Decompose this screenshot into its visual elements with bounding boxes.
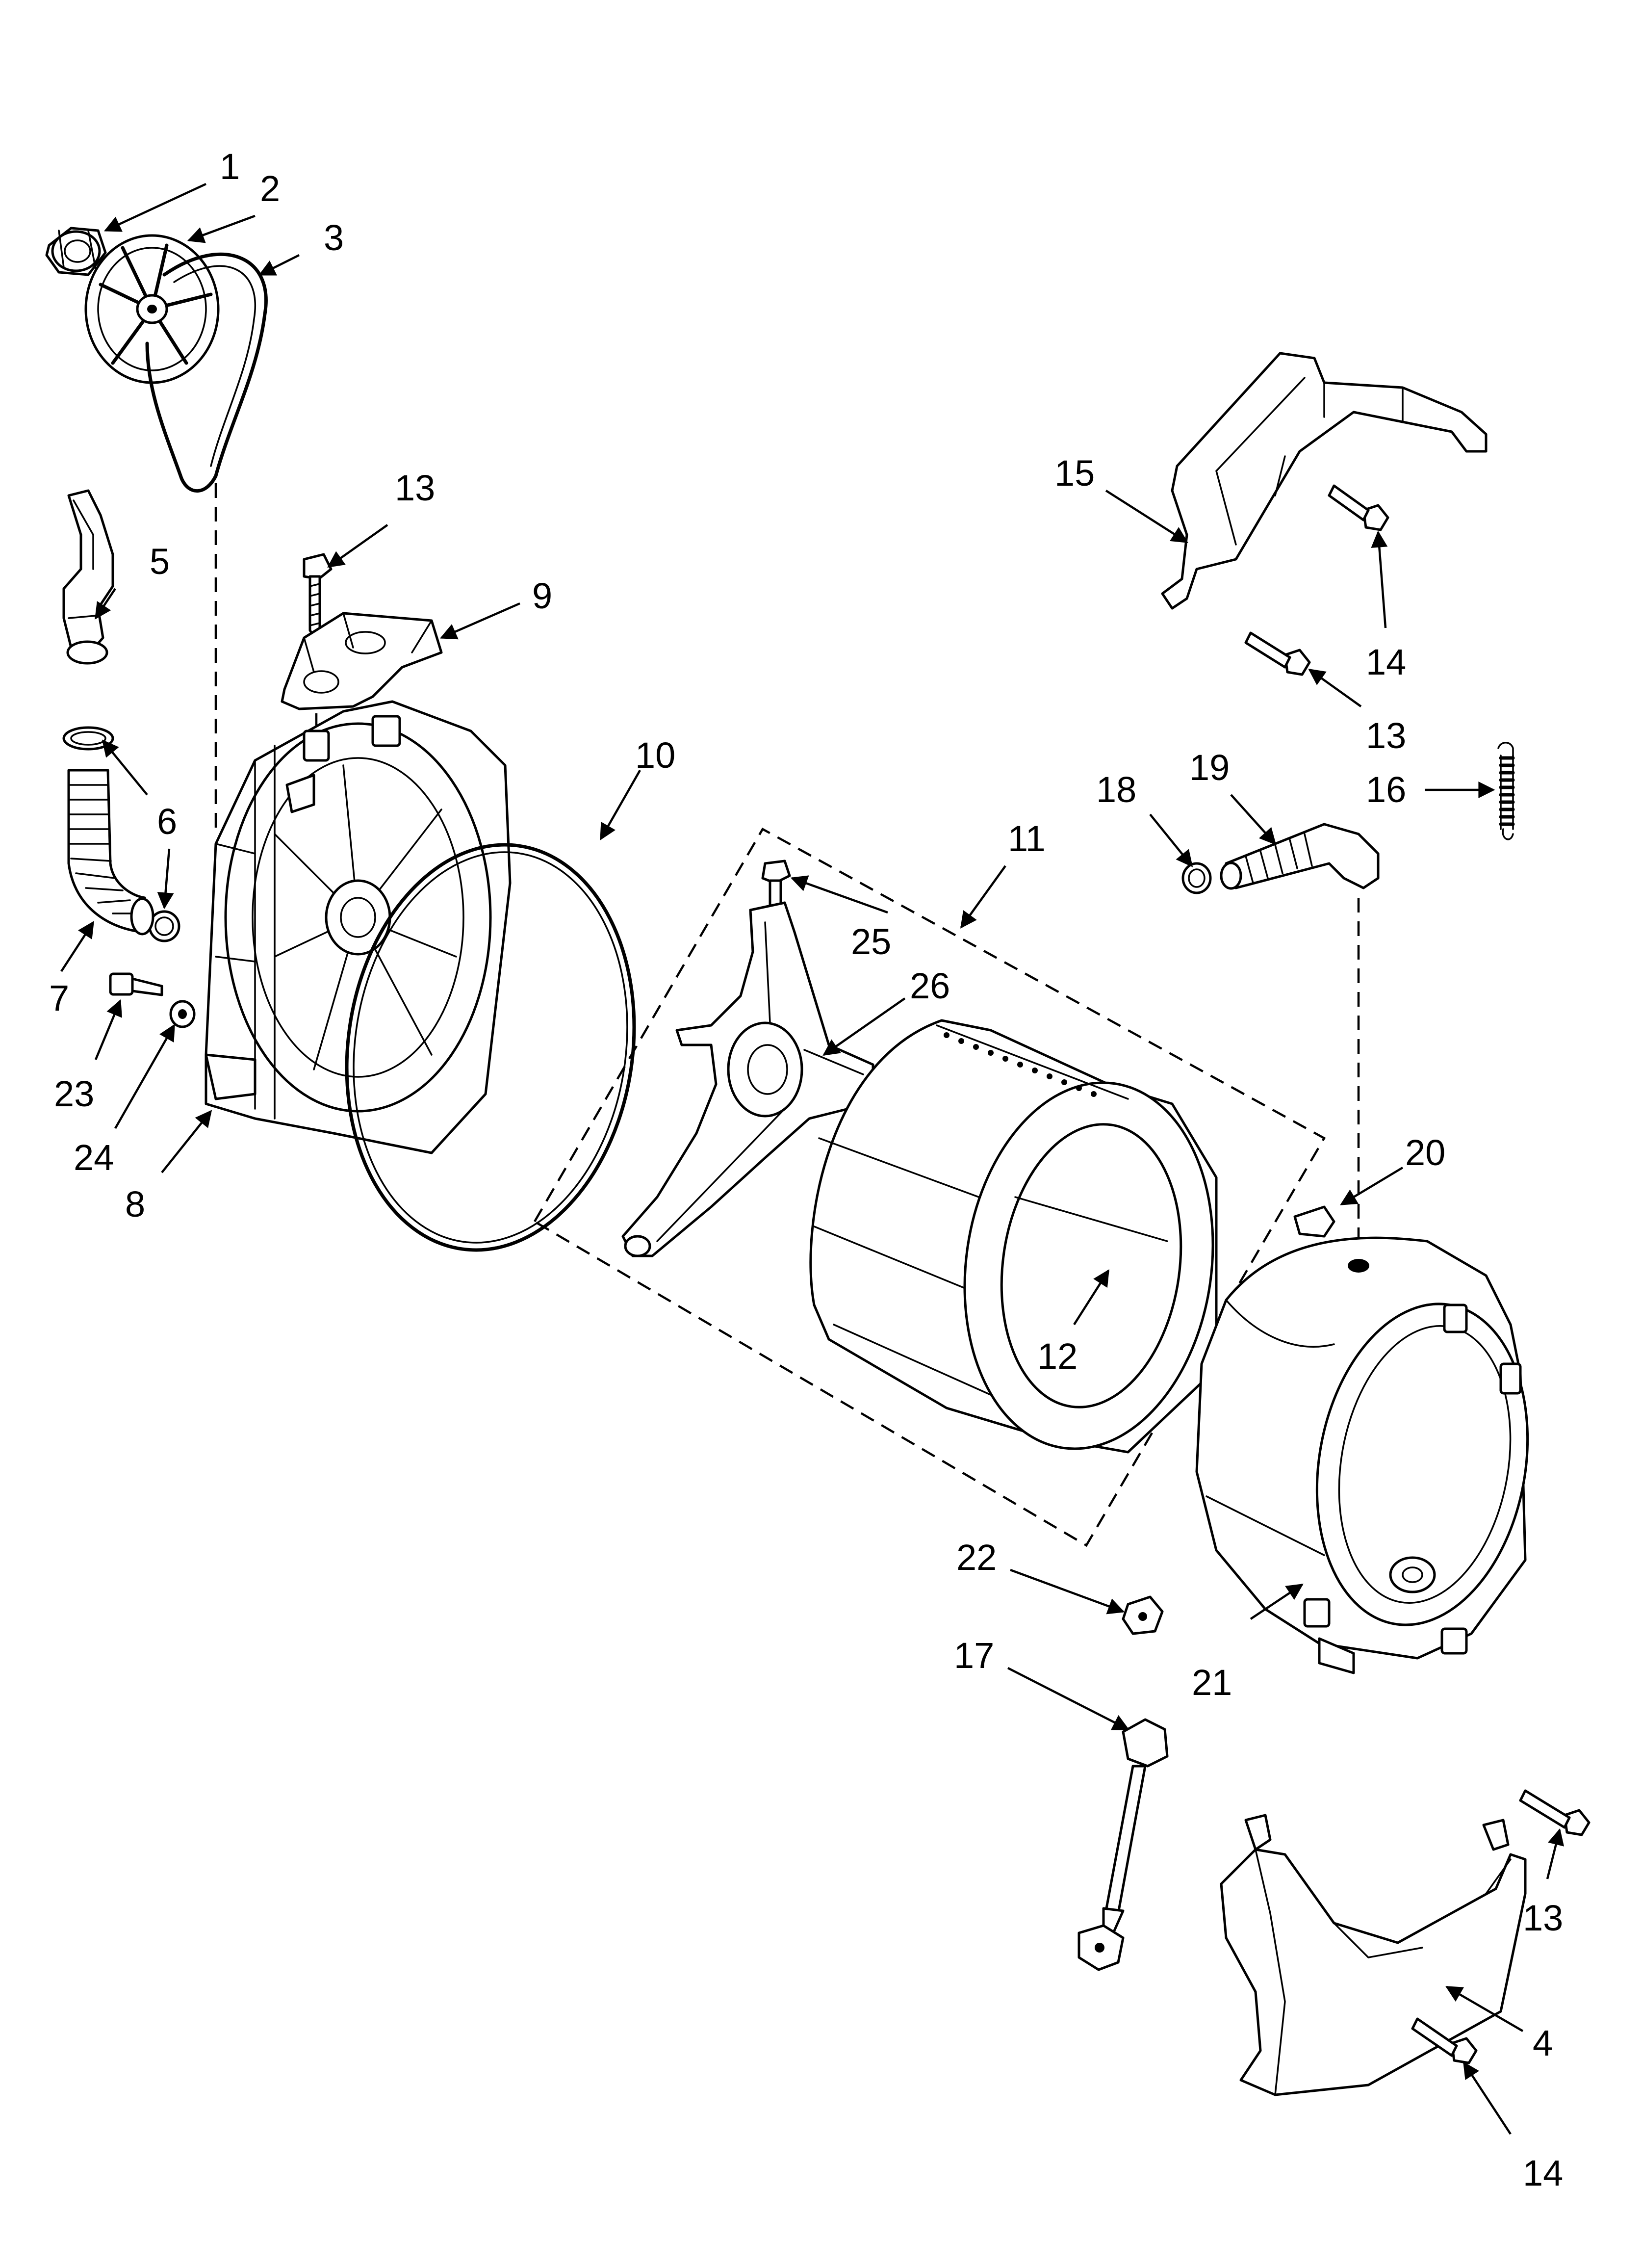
part-13-screw-bottom [1519,1789,1591,1836]
callout-16: 16 [1366,769,1406,810]
callout-12: 12 [1037,1336,1078,1377]
part-16-spring [1497,742,1515,840]
callout-7: 7 [49,978,69,1018]
callout-14-bottom: 14 [1523,2153,1563,2193]
part-15-top-cover [1161,352,1488,610]
part-23-sensor [109,972,163,996]
part-13-screw-mid [1244,631,1311,676]
callout-23: 23 [54,1073,94,1114]
part-3-belt [145,252,268,493]
callout-4: 4 [1533,2023,1553,2063]
callout-labels: 1 2 3 4 5 6 7 8 9 10 11 12 13 13 13 14 1… [49,146,1563,2193]
part-4-bottom-cover [1220,1814,1527,2096]
callout-5: 5 [150,541,170,582]
part-14-screw-upper [1328,484,1389,531]
callout-8: 8 [125,1184,145,1225]
part-5-hose-fitting [62,489,114,665]
callout-22: 22 [956,1537,997,1578]
part-7-corrugated-hose [67,769,154,936]
part-9-bracket [281,612,443,710]
part-20-clip [1293,1205,1335,1238]
callout-26: 26 [910,965,950,1006]
callout-13-mid: 13 [1366,715,1406,756]
callout-1: 1 [220,146,240,187]
part-12-drum [809,1019,1218,1454]
part-2-pulley [84,234,220,384]
part-6-clamp-upper [62,726,114,751]
callout-21: 21 [1192,1662,1232,1703]
callout-24: 24 [74,1137,114,1178]
callout-13-top: 13 [395,468,435,508]
callout-25: 25 [851,921,891,962]
callout-18: 18 [1096,769,1136,810]
leader-lines [60,182,1565,2135]
callout-11: 11 [1008,818,1046,859]
part-8-rear-tub [205,700,512,1154]
part-18-clamp [1181,862,1212,894]
callout-6: 6 [157,801,177,842]
callout-15: 15 [1054,453,1095,494]
callout-3: 3 [324,217,344,258]
callout-2: 2 [260,168,280,209]
callout-10: 10 [635,735,675,776]
part-26-spider [621,901,874,1257]
part-19-hose [1220,823,1380,890]
callout-17: 17 [954,1635,994,1676]
part-24-grommet [169,1000,196,1028]
kit-outline-11 [533,827,1326,1547]
part-1-nut [45,227,107,276]
part-22-clip [1122,1595,1164,1635]
callout-14-upper: 14 [1366,642,1406,682]
part-21-front-tub [1195,1236,1529,1674]
callout-9: 9 [532,575,552,616]
part-17-shock-absorber [1078,1718,1169,1971]
callout-19: 19 [1189,747,1230,788]
callout-13-bottom: 13 [1523,1898,1563,1938]
part-14-screw-bottom [1411,2017,1478,2064]
callout-20: 20 [1405,1132,1445,1173]
